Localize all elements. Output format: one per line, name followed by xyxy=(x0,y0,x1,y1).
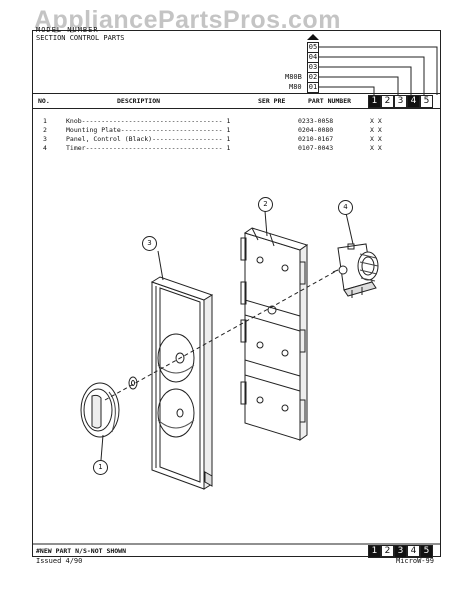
part-row-marks: X X xyxy=(370,126,382,134)
part-row-number: 0204-0080 xyxy=(298,126,334,134)
part-row-number: 0107-0043 xyxy=(298,144,334,152)
callout-1: 1 xyxy=(93,460,108,475)
model-number-heading: MODEL NUMBER xyxy=(36,26,99,34)
callout-4: 4 xyxy=(338,200,353,215)
watermark: AppliancePartsPros.com xyxy=(34,6,341,34)
model-column-3: 3 xyxy=(394,95,407,108)
column-no: NO. xyxy=(38,97,50,105)
arrow-marker xyxy=(307,34,319,40)
washer-drawing xyxy=(128,376,138,390)
parts-sheet-frame xyxy=(32,30,441,557)
callout-leaders xyxy=(100,210,354,461)
control-panel-drawing xyxy=(150,276,214,490)
callout-3: 3 xyxy=(142,236,157,251)
column-part-number: PART NUMBER xyxy=(308,97,352,105)
column-ser-pre: SER PRE xyxy=(258,97,286,105)
mounting-plate-drawing xyxy=(240,227,309,441)
issued-date: Issued 4/90 xyxy=(36,557,83,565)
section-title: SECTION CONTROL PARTS xyxy=(36,34,125,42)
part-row-marks: X X xyxy=(370,135,382,143)
header-rule xyxy=(32,108,440,109)
sheet-code: MicroW-99 xyxy=(396,557,434,565)
model-column-5: 5 xyxy=(420,95,433,108)
part-row-description: Panel, Control (Black)------------------… xyxy=(66,135,231,143)
column-description: DESCRIPTION xyxy=(117,97,161,105)
part-row-description: Mounting Plate--------------------------… xyxy=(66,126,231,134)
part-row-number: 0233-0058 xyxy=(298,117,334,125)
part-row-marks: X X xyxy=(370,117,382,125)
footer-model-column-4: 4 xyxy=(407,545,420,558)
part-row-no: 2 xyxy=(43,126,47,134)
model-label: M80B xyxy=(285,73,302,81)
model-column-1: 1 xyxy=(368,95,381,108)
model-column-4: 4 xyxy=(407,95,420,108)
model-column-2: 2 xyxy=(381,95,394,108)
part-row-number: 0210-0167 xyxy=(298,135,334,143)
footer-model-column-1: 1 xyxy=(368,545,381,558)
model-leader-lines xyxy=(318,46,438,95)
part-row-description: Timer-----------------------------------… xyxy=(66,144,231,152)
part-row-marks: X X xyxy=(370,144,382,152)
alignment-axis xyxy=(104,269,339,401)
part-row-no: 1 xyxy=(43,117,47,125)
header-rule xyxy=(32,93,440,94)
timer-drawing xyxy=(332,243,379,298)
footer-model-column-2: 2 xyxy=(381,545,394,558)
model-label: M80 xyxy=(289,83,302,91)
callout-2: 2 xyxy=(258,197,273,212)
footer-model-column-5: 5 xyxy=(420,545,433,558)
knob-drawing xyxy=(80,382,120,438)
part-row-no: 3 xyxy=(43,135,47,143)
part-row-no: 4 xyxy=(43,144,47,152)
footer-legend: #NEW PART N/S-NOT SHOWN xyxy=(36,547,127,555)
part-row-description: Knob------------------------------------… xyxy=(66,117,231,125)
footer-model-column-3: 3 xyxy=(394,545,407,558)
